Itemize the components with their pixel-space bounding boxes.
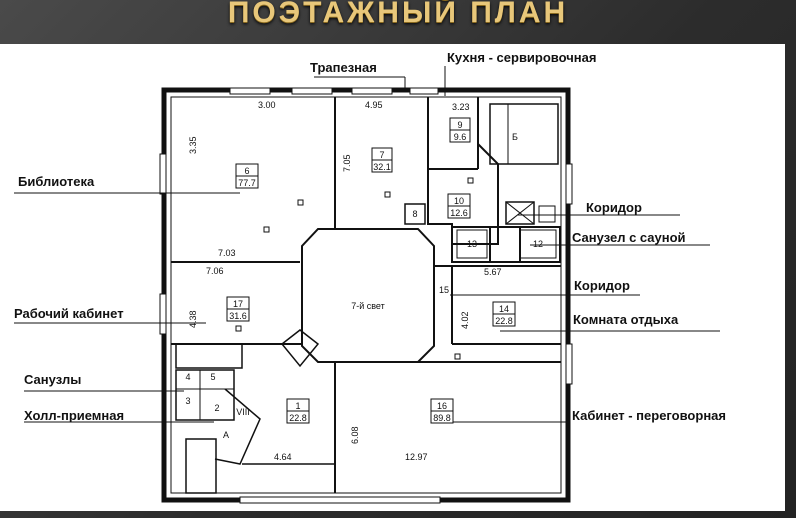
- label-corridor-1: Коридор: [586, 200, 642, 215]
- dim-6-08: 6.08: [350, 426, 360, 444]
- room-9-number: 9: [457, 120, 462, 130]
- label-library: Библиотека: [18, 174, 95, 189]
- room-9-area: 9.6: [454, 132, 467, 142]
- dim-7-06: 7.06: [206, 266, 224, 276]
- windows: [159, 87, 573, 504]
- room-8-number: 8: [412, 209, 417, 219]
- room-16-number: 16: [437, 401, 447, 411]
- room-tags: [226, 117, 516, 424]
- leader-lines: [14, 66, 720, 423]
- room-4-number: 4: [185, 372, 190, 382]
- room-3-number: 3: [185, 396, 190, 406]
- dim-4-64: 4.64: [274, 452, 292, 462]
- room-15-number: 15: [439, 285, 449, 295]
- label-toilets: Санузлы: [24, 372, 81, 387]
- room-13-number: 13: [467, 239, 477, 249]
- stairs-a-label: А: [223, 430, 229, 440]
- room-5-number: 5: [210, 372, 215, 382]
- room-12-number: 12: [533, 239, 543, 249]
- label-sauna: Санузел с сауной: [572, 230, 686, 245]
- floor-plan: Трапезная Кухня - сервировочная Библиоте…: [14, 50, 726, 504]
- dim-7-05: 7.05: [342, 154, 352, 172]
- room-6-number: 6: [244, 166, 249, 176]
- page-title: ПОЭТАЖНЫЙ ПЛАН: [227, 0, 569, 29]
- dim-5-67: 5.67: [484, 267, 502, 277]
- label-rest-room: Комната отдыха: [573, 312, 679, 327]
- room-17-number: 17: [233, 299, 243, 309]
- dim-7-03: 7.03: [218, 248, 236, 258]
- room-7-number: 7: [379, 150, 384, 160]
- floor-plan-sheet: Трапезная Кухня - сервировочная Библиоте…: [0, 44, 785, 511]
- light-well-label: 7-й свет: [351, 301, 385, 311]
- dim-3-23: 3.23: [452, 102, 470, 112]
- room-10-area: 12.6: [450, 208, 468, 218]
- room-1-area: 22.8: [289, 413, 307, 423]
- room-2-number: 2: [214, 403, 219, 413]
- internal-walls: [171, 97, 561, 494]
- label-trapeznaya: Трапезная: [310, 60, 377, 75]
- room-tag-dividers: [227, 129, 515, 412]
- room-numbers: 6 77.7 7 32.1 9 9.6 10 12.6 17 31.6 14 2…: [185, 120, 543, 440]
- dim-3-00: 3.00: [258, 100, 276, 110]
- room-14-number: 14: [499, 304, 509, 314]
- label-office: Рабочий кабинет: [14, 306, 124, 321]
- room-17-area: 31.6: [229, 311, 247, 321]
- dim-4-38: 4.38: [188, 310, 198, 328]
- label-corridor-2: Коридор: [574, 278, 630, 293]
- dim-4-95: 4.95: [365, 100, 383, 110]
- dim-12-97: 12.97: [405, 452, 428, 462]
- room-6-area: 77.7: [238, 178, 256, 188]
- label-meeting: Кабинет - переговорная: [572, 408, 726, 423]
- stairs-b-label: Б: [512, 132, 518, 142]
- label-hall: Холл-приемная: [24, 408, 124, 423]
- dim-3-35: 3.35: [188, 136, 198, 154]
- room-14-area: 22.8: [495, 316, 513, 326]
- markers: [235, 177, 474, 360]
- room-7-area: 32.1: [373, 162, 391, 172]
- label-kitchen: Кухня - сервировочная: [447, 50, 596, 65]
- room-1-number: 1: [295, 401, 300, 411]
- dim-4-02: 4.02: [460, 311, 470, 329]
- room-10-number: 10: [454, 196, 464, 206]
- room-16-area: 89.8: [433, 413, 451, 423]
- hall-viii-label: VIII: [236, 407, 250, 417]
